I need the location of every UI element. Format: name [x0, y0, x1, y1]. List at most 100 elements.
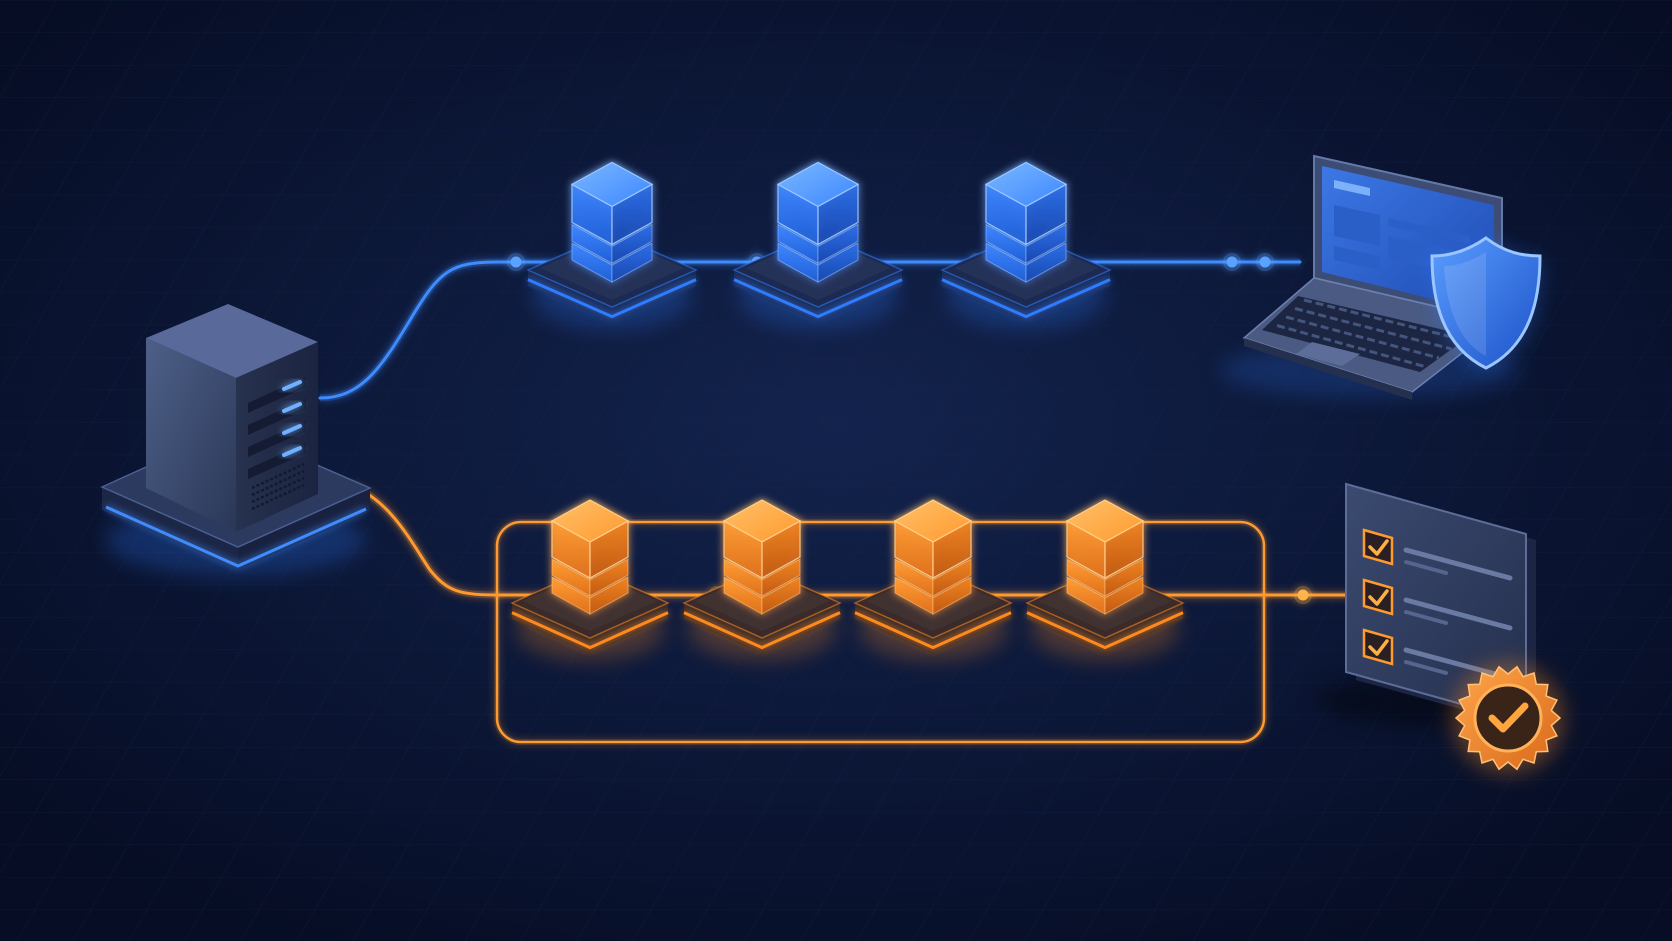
cube-top-face	[570, 161, 654, 208]
stack-layer-right	[1025, 242, 1067, 283]
stacked-cube-icon	[1065, 499, 1145, 615]
screen-row	[1388, 218, 1470, 244]
checklist-line	[1403, 597, 1513, 631]
check-seal-icon	[1452, 662, 1564, 774]
orange-node	[682, 499, 842, 661]
server-drive-bay	[248, 399, 306, 435]
checklist-subline	[1404, 660, 1448, 675]
stack-layer-right	[817, 223, 859, 265]
server-base-rim	[105, 505, 367, 568]
stacked-cube-icon	[984, 161, 1068, 283]
server-vent	[251, 483, 305, 511]
server-drive-bay	[248, 421, 306, 457]
checkmark-icon	[1368, 639, 1389, 656]
platform-glow-rim	[683, 611, 841, 650]
stack-layer-right	[932, 576, 972, 615]
checkmark-icon	[1368, 539, 1389, 556]
screen-title-bar	[1334, 180, 1370, 196]
stack-layer-right	[761, 558, 801, 597]
checklist-subline	[1404, 610, 1448, 625]
platform-glow-rim	[511, 611, 669, 650]
stacked-cube-icon	[776, 161, 860, 283]
stack-layer-right	[611, 223, 653, 265]
server-vent	[251, 462, 305, 490]
checklist-item	[1362, 528, 1513, 581]
shield-highlight	[1444, 252, 1486, 356]
stack-layer-right	[589, 558, 629, 597]
keyboard-key-row	[1285, 315, 1440, 360]
blue-connector-dot	[1226, 256, 1238, 268]
orange-group-boundary	[494, 519, 1267, 745]
checkbox-icon	[1362, 578, 1394, 616]
stack-layer-right	[1104, 558, 1144, 597]
server-drive-bay	[248, 377, 306, 413]
laptop-trackpad	[1296, 342, 1360, 366]
server-status-light	[282, 446, 302, 457]
stack-layer-right	[761, 576, 801, 615]
server-rack-icon	[100, 304, 372, 576]
blue-node	[526, 161, 698, 330]
screen-panel	[1334, 205, 1380, 246]
stack-layer-right	[611, 242, 653, 283]
cube-top-face	[722, 499, 802, 543]
keyboard-key-row	[1303, 298, 1465, 342]
server-top	[146, 304, 318, 378]
shield-body	[1430, 236, 1542, 370]
server-status-light	[282, 380, 302, 391]
platform-glow-rim	[733, 278, 903, 319]
orange-connector-dot	[1297, 589, 1309, 601]
checkmark-icon	[1368, 589, 1389, 606]
orange-node	[1025, 499, 1185, 661]
platform-glow-rim	[527, 278, 697, 319]
stack-layer-right	[1025, 223, 1067, 265]
platform-glow-rim	[941, 278, 1111, 319]
cube-top-face	[776, 161, 860, 208]
stack-layer-right	[817, 242, 859, 283]
stack-layer-right	[589, 576, 629, 615]
shield-icon	[1430, 236, 1542, 370]
keyboard-key-row	[1276, 324, 1427, 369]
blue-connector-dot	[510, 256, 522, 268]
pipeline-nodes	[510, 161, 1185, 661]
server-front	[146, 338, 236, 532]
platform-glow-rim	[1026, 611, 1184, 650]
cube-top-face	[1065, 499, 1145, 543]
server-status-light	[282, 424, 302, 435]
blue-node	[940, 161, 1112, 330]
checklist-item	[1362, 578, 1513, 631]
seal-checkmark-icon	[1488, 702, 1529, 733]
platform-glow-rim	[854, 611, 1012, 650]
laptop-base-edge	[1244, 338, 1412, 400]
stack-layer-right	[932, 558, 972, 597]
stacked-cube-icon	[570, 161, 654, 283]
screen-panel	[1334, 246, 1380, 270]
blue-connector	[318, 260, 1302, 400]
cube-top-face	[550, 499, 630, 543]
server-drive-bay	[248, 443, 306, 479]
stacked-cube-icon	[893, 499, 973, 615]
connector-lines	[318, 253, 1352, 604]
checkbox-icon	[1362, 528, 1394, 566]
keyboard-key-row	[1294, 307, 1452, 351]
blue-node	[732, 161, 904, 330]
server-vent	[251, 469, 305, 497]
orange-node	[853, 499, 1013, 661]
laptop-icon	[1220, 154, 1520, 400]
orange-connector	[348, 483, 1352, 597]
orange-node	[510, 499, 670, 661]
checklist-subline	[1404, 560, 1448, 575]
stacked-cube-icon	[722, 499, 802, 615]
checklist-line	[1403, 547, 1513, 581]
blue-connector-dot	[1259, 256, 1271, 268]
group-boundary-outline	[495, 520, 1266, 744]
server-status-light	[282, 402, 302, 413]
cube-top-face	[984, 161, 1068, 208]
seal-center	[1473, 683, 1543, 753]
checkbox-icon	[1362, 628, 1394, 666]
server-base-right	[238, 488, 370, 570]
stacked-cube-icon	[550, 499, 630, 615]
stack-layer-right	[1104, 576, 1144, 615]
cube-top-face	[893, 499, 973, 543]
